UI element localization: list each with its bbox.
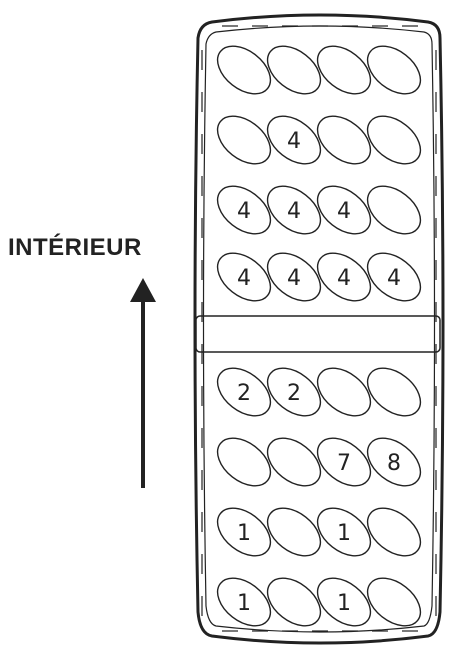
bottle-slot (316, 115, 372, 165)
slot-number: 1 (337, 521, 351, 546)
bottle-slot (366, 45, 422, 95)
bottle-slot (316, 507, 372, 557)
bottle-slot (216, 507, 272, 557)
slot-number: 4 (237, 199, 251, 224)
slot-number: 2 (287, 381, 301, 406)
bottle-slot (216, 115, 272, 165)
bottle-slot (316, 577, 372, 627)
bottle-slot (266, 115, 322, 165)
tray-outline (193, 13, 445, 645)
slot-number: 1 (337, 591, 351, 616)
slot-number: 2 (237, 381, 251, 406)
slot-number: 4 (337, 199, 351, 224)
bottle-slot (366, 185, 422, 235)
tray-inner-outline (202, 25, 436, 633)
slot-number: 8 (387, 451, 401, 476)
slot-number: 4 (237, 266, 251, 291)
bottle-slot (266, 252, 322, 302)
bottle-slot (316, 437, 372, 487)
bottle-slot (316, 185, 372, 235)
direction-label: INTÉRIEUR (8, 234, 142, 261)
bottle-slot (366, 115, 422, 165)
bottle-slot (266, 577, 322, 627)
edge-marks (201, 25, 437, 632)
bottle-slots: 4 4 4 4 4 4 4 4 2 2 7 8 1 1 1 1 (216, 45, 422, 627)
bottle-slot (366, 252, 422, 302)
bottle-slot (266, 185, 322, 235)
bottle-slot (216, 437, 272, 487)
slot-number: 4 (387, 266, 401, 291)
divider-bar (195, 315, 441, 353)
bottle-slot (216, 185, 272, 235)
slot-number: 4 (287, 266, 301, 291)
bottle-slot (266, 45, 322, 95)
slot-number: 7 (337, 451, 351, 476)
slot-number: 1 (237, 591, 251, 616)
slot-number: 1 (237, 521, 251, 546)
bottle-slot (366, 577, 422, 627)
bottle-slot (216, 45, 272, 95)
bottle-slot (266, 367, 322, 417)
slot-number: 4 (287, 199, 301, 224)
bottle-slot (216, 577, 272, 627)
bottle-slot (366, 437, 422, 487)
bottle-slot (216, 367, 272, 417)
bottle-slot (316, 45, 372, 95)
bottle-slot (316, 252, 372, 302)
arrow-up-icon (130, 278, 156, 302)
bottle-slot (266, 507, 322, 557)
bottle-slot (366, 507, 422, 557)
slot-number: 4 (337, 266, 351, 291)
slot-number: 4 (287, 129, 301, 154)
bottle-slot (216, 252, 272, 302)
bottle-slot (316, 367, 372, 417)
bottle-slot (366, 367, 422, 417)
bottle-slot (266, 437, 322, 487)
